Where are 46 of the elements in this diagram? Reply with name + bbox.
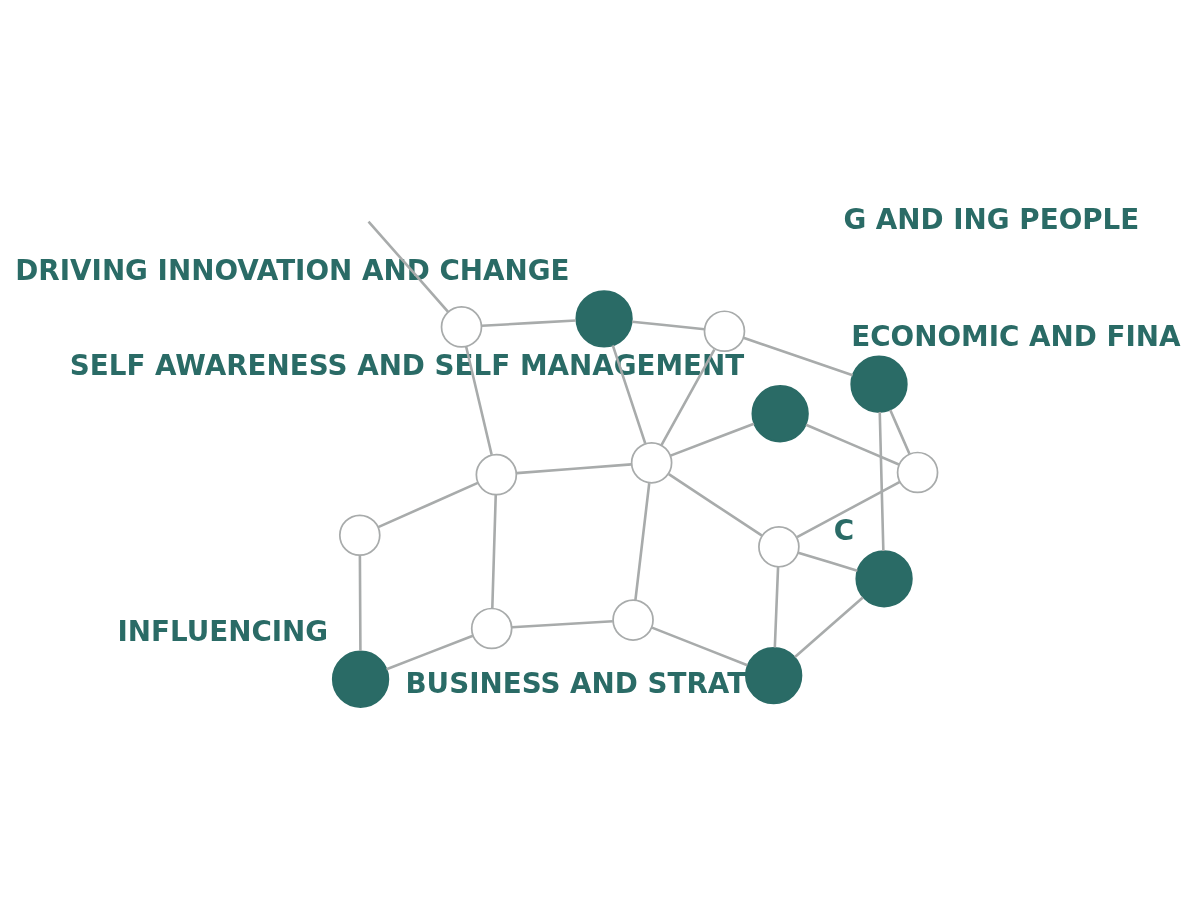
connector <box>796 480 901 539</box>
connector <box>668 473 763 537</box>
node-label: C <box>833 514 855 548</box>
node-label: ECONOMIC AND FINA <box>851 319 1181 353</box>
connector <box>878 412 885 551</box>
connector <box>367 220 450 313</box>
connector <box>634 482 651 601</box>
connector <box>631 320 705 331</box>
connector <box>773 566 780 648</box>
node-circle <box>630 442 673 484</box>
connector <box>805 423 900 466</box>
node-circle <box>896 451 939 494</box>
connector <box>481 319 576 328</box>
node-circle <box>758 525 800 568</box>
node-circle <box>338 514 381 557</box>
node-circle <box>745 646 803 705</box>
connector <box>358 555 362 651</box>
connector <box>377 481 479 529</box>
node-circle <box>612 599 654 641</box>
connector <box>611 344 647 444</box>
node-circle <box>475 453 518 496</box>
label: G AND ING PEOPLE <box>843 203 1140 237</box>
node-circle <box>751 385 809 443</box>
node-label: DRIVING INNOVATION AND CHANGE <box>15 254 570 288</box>
node-circle <box>855 550 913 608</box>
connector <box>511 620 613 629</box>
node-circle <box>440 306 483 348</box>
connector <box>794 596 864 658</box>
node-circle <box>703 310 746 353</box>
node-label: SELF AWARENESS AND SELF MANAGEMENT <box>69 349 745 383</box>
connector <box>516 463 632 475</box>
node-circle <box>850 355 908 413</box>
node-circle <box>470 607 513 650</box>
connector <box>491 494 498 609</box>
connector <box>670 422 755 457</box>
connector <box>386 634 474 671</box>
connector <box>464 346 493 456</box>
connector <box>660 348 716 446</box>
node-circle <box>575 290 633 348</box>
node-label: BUSINESS AND STRAT <box>405 666 747 700</box>
connector <box>889 409 911 455</box>
connector <box>651 626 748 667</box>
connector <box>743 336 854 377</box>
node-circle <box>331 650 390 708</box>
node-label: INFLUENCING <box>117 614 329 648</box>
connector <box>797 551 858 572</box>
